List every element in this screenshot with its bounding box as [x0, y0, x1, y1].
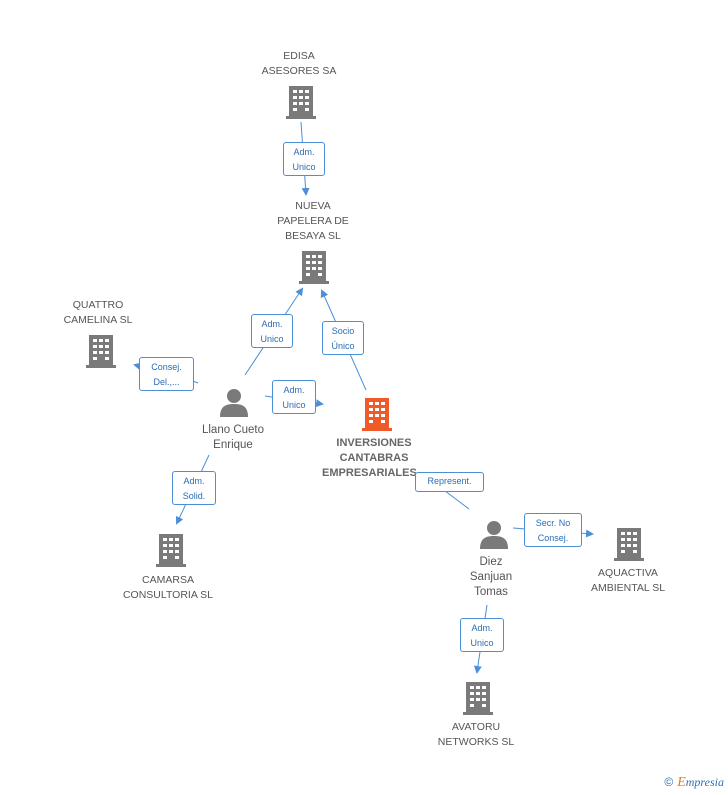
edge-label-llano-camarsa[interactable]: Adm. Solid. [172, 471, 216, 505]
building-icon-quattro [86, 335, 116, 368]
brand-initial: E [677, 775, 686, 790]
person-icon-llano [220, 389, 248, 417]
copyright-symbol: © [664, 775, 674, 789]
building-icon-camarsa [156, 534, 186, 567]
edge-label-diez-avatoru[interactable]: Adm. Unico [460, 618, 504, 652]
node-label-camarsa[interactable]: CAMARSA CONSULTORIA SL [122, 574, 214, 601]
building-icon-inversiones [362, 398, 392, 431]
node-label-aquactiva[interactable]: AQUACTIVA AMBIENTAL SL [590, 567, 666, 594]
node-label-inversiones[interactable]: INVERSIONES CANTABRAS EMPRESARIALES... [322, 437, 426, 479]
node-label-diez[interactable]: Diez Sanjuan Tomas [469, 556, 513, 598]
building-icon-edisa [286, 86, 316, 119]
building-icon-avatoru [463, 682, 493, 715]
edge-label-edisa-nueva[interactable]: Adm. Unico [283, 142, 325, 176]
edge-label-llano-nueva[interactable]: Adm. Unico [251, 314, 293, 348]
node-label-llano[interactable]: Llano Cueto Enrique [201, 424, 265, 451]
edge-label-llano-inv[interactable]: Adm. Unico [272, 380, 316, 414]
node-label-quattro[interactable]: QUATTRO CAMELINA SL [63, 299, 133, 326]
copyright-footer: ©Empresia [664, 775, 724, 791]
edge-label-inv-nueva[interactable]: Socio Único [322, 321, 364, 355]
edge-label-diez-aquactiva[interactable]: Secr. No Consej. [524, 513, 582, 547]
brand-name: mpresia [685, 775, 724, 789]
edge-label-diez-inv[interactable]: Represent. [415, 472, 484, 492]
node-label-edisa[interactable]: EDISA ASESORES SA [261, 50, 337, 77]
node-label-nueva-papelera[interactable]: NUEVA PAPELERA DE BESAYA SL [277, 200, 349, 242]
building-icon-aquactiva [614, 528, 644, 561]
building-icon-nueva-papelera [299, 251, 329, 284]
edge-label-llano-quattro[interactable]: Consej. Del.,... [139, 357, 194, 391]
node-label-avatoru[interactable]: AVATORU NETWORKS SL [437, 721, 515, 748]
person-icon-diez [480, 521, 508, 549]
